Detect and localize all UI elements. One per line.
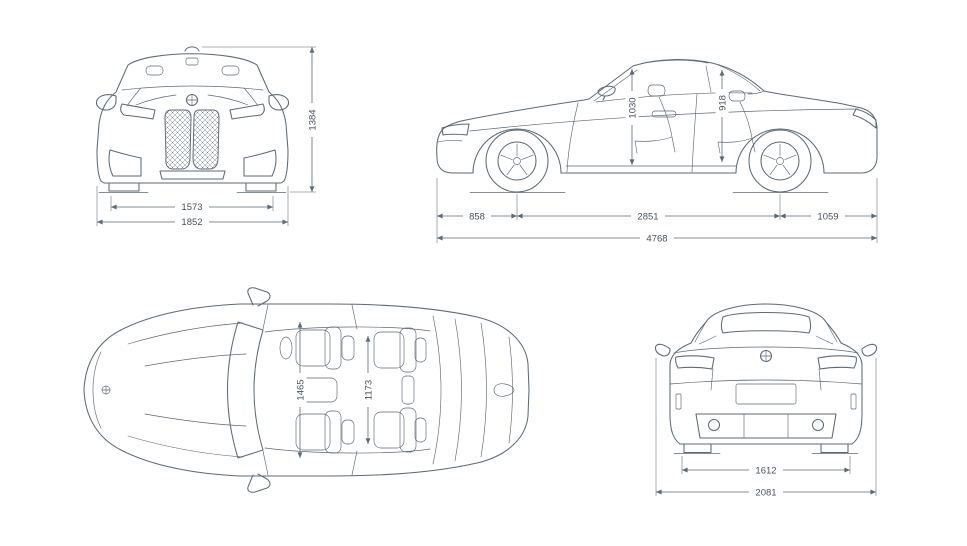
rear-window — [720, 311, 812, 334]
dim-overall-height: 1384 — [202, 46, 319, 193]
seat-cushion — [295, 413, 331, 451]
bumper-intakes — [108, 149, 277, 180]
brand-roundel-top — [101, 385, 111, 395]
rearview-mirror — [185, 57, 199, 66]
seat-backrest — [324, 410, 342, 454]
rear-body-outline — [669, 303, 863, 445]
kidney-grille-left — [164, 109, 192, 170]
dim-rear-track: 1612 — [681, 456, 851, 477]
windshield-top — [226, 321, 264, 459]
seat-cushion — [295, 329, 331, 367]
side-mirrors-front-view — [96, 94, 289, 111]
dim-label-headroom-front: 1030 — [628, 97, 639, 118]
side-mirrors-top-view — [247, 287, 271, 493]
headlight-side — [441, 123, 470, 136]
dim-label-rear-overhang: 1059 — [817, 212, 838, 223]
seat-cushion — [373, 331, 405, 369]
front-windshield — [121, 85, 264, 91]
dim-label-front-overhang: 858 — [469, 212, 485, 223]
character-lines — [437, 108, 859, 167]
front-seat-outline — [634, 84, 676, 154]
taillight-side — [852, 108, 877, 129]
seat-cushion — [373, 411, 405, 449]
diffuser — [695, 413, 837, 439]
side-mirror — [597, 85, 616, 101]
dim-interior-width-front: 1465 — [293, 322, 307, 458]
tonneau-trunk-lines — [432, 315, 513, 465]
seat-backrest — [399, 327, 417, 373]
seat-headrest — [414, 337, 427, 363]
dim-label-interior-width-front: 1465 — [296, 379, 307, 400]
dim-headroom-rear: 918 — [715, 70, 729, 162]
steering-wheel — [279, 336, 293, 360]
seat-headrest — [414, 417, 427, 443]
front-body-outline — [96, 46, 289, 184]
rear-view: 1612 2081 — [654, 303, 878, 499]
dim-label-overall-length: 4768 — [646, 234, 667, 245]
headrest-left — [145, 65, 164, 76]
dim-headroom-front: 1030 — [625, 69, 639, 165]
front-view: 1573 1852 1384 — [96, 46, 319, 228]
brand-roundel-front — [185, 93, 199, 107]
trunk-cut-lines — [710, 368, 822, 391]
reflector-right — [850, 393, 857, 410]
exhaust-tip-right — [811, 418, 825, 432]
rear-seats-top — [373, 327, 427, 453]
license-plate-recess — [735, 383, 797, 405]
dim-label-wheelbase: 2851 — [637, 212, 658, 223]
side-body-outline — [436, 59, 878, 174]
exhaust-tip-left — [707, 418, 721, 432]
deck-line — [673, 346, 859, 354]
door-seam-ticks — [262, 304, 358, 476]
dim-interior-width-rear: 1173 — [361, 336, 375, 444]
brand-roundel-rear — [759, 349, 773, 363]
nose-contour — [92, 351, 102, 429]
top-view: 1465 1173 — [83, 287, 530, 493]
dim-front-track: 1573 — [110, 196, 274, 213]
headrest-right — [221, 65, 240, 76]
dim-label-width-incl-mirrors: 2081 — [755, 488, 776, 499]
front-wheels — [108, 182, 277, 192]
dim-label-headroom-rear: 918 — [718, 95, 729, 111]
front-wheel — [485, 129, 549, 193]
dim-label-interior-width-rear: 1173 — [364, 380, 375, 400]
taillights-rear — [675, 355, 857, 370]
dim-label-front-track: 1573 — [181, 202, 202, 213]
top-body-outline — [83, 303, 530, 477]
reflector-left — [675, 393, 682, 410]
dim-label-overall-height: 1384 — [308, 109, 319, 130]
dim-label-rear-track: 1612 — [755, 466, 776, 477]
dim-length-chain: 858 2851 1059 — [436, 178, 878, 243]
door-handle — [651, 110, 677, 118]
seat-headrest — [341, 419, 355, 445]
rear-wheels — [683, 443, 849, 454]
dim-label-overall-width: 1852 — [181, 217, 202, 228]
hood-crease-lines — [126, 87, 259, 107]
hood-crease-lines-top — [127, 322, 247, 458]
beltline-and-quarter-window — [595, 65, 753, 103]
cabin-inner-walls — [264, 326, 431, 454]
seat-headrest — [341, 335, 355, 361]
dim-width-incl-mirrors: 2081 — [655, 358, 877, 499]
soft-top-seams — [639, 59, 765, 95]
side-mirrors-rear-view — [654, 343, 878, 357]
bumper-line-rear — [669, 379, 863, 385]
rear-wheel — [748, 129, 812, 193]
fin-antenna — [493, 383, 515, 397]
seat-backrest — [399, 407, 417, 453]
soft-top-fold-lines — [694, 321, 838, 345]
seat-backrest — [324, 326, 342, 370]
dim-overall-length: 4768 — [437, 232, 877, 245]
rear-center-section — [401, 375, 415, 405]
dim-front-overall-width: 1852 — [96, 186, 289, 228]
front-seats-top — [279, 326, 355, 454]
rear-seat-outline — [717, 90, 756, 154]
kidney-grille-right — [192, 109, 220, 170]
side-view: 1030 918 858 2851 1059 4768 — [436, 59, 878, 245]
headlights — [120, 103, 265, 120]
